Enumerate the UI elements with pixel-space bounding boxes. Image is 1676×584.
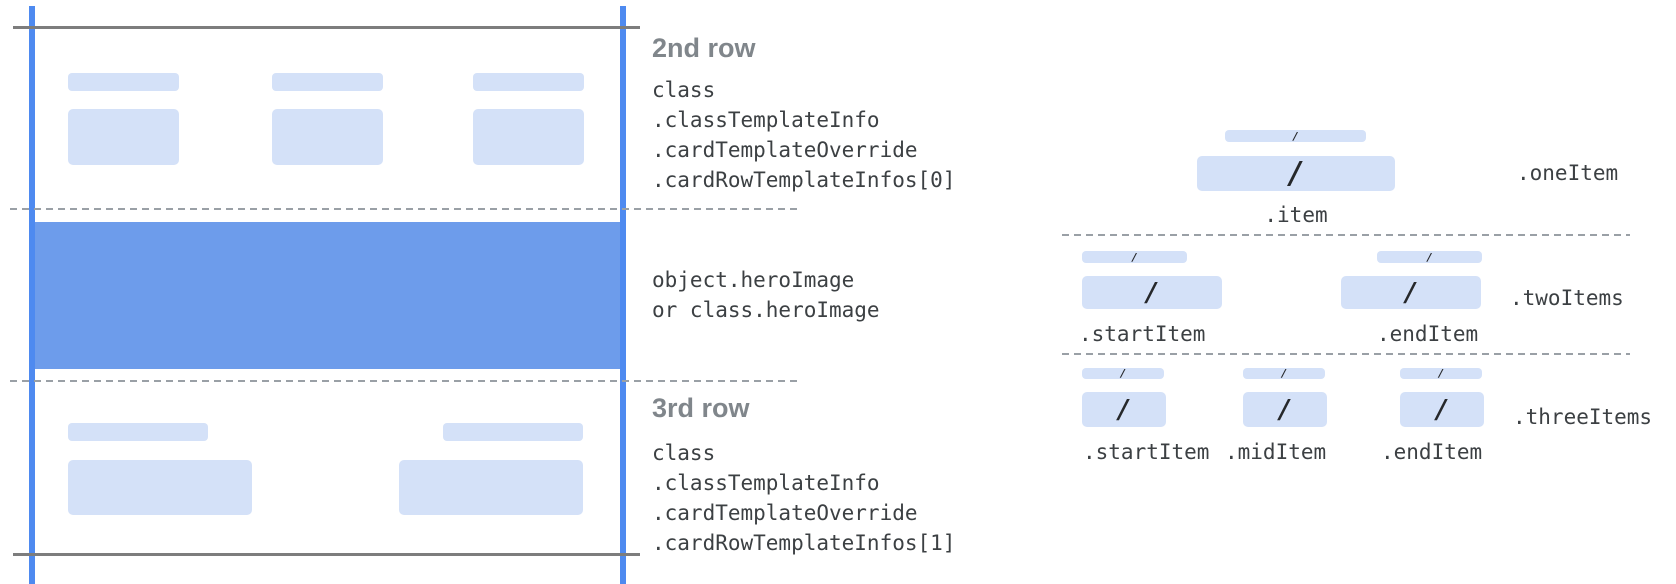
hero-path-line-1: object.heroImage (652, 268, 855, 292)
twoitems-layout-name: .twoItems (1510, 286, 1624, 310)
card-left-edge-line (29, 6, 35, 584)
threeitems-start-label-bar: / (1082, 368, 1164, 379)
slash-glyph: / (1434, 394, 1450, 425)
slash-glyph: / (1131, 250, 1138, 264)
threeitems-start-value-bar: / (1082, 392, 1166, 427)
twoitems-threeitems-dashed-separator (1062, 353, 1630, 355)
oneitem-item-caption: .item (1264, 203, 1328, 227)
twoitems-start-value-bar: / (1082, 276, 1222, 309)
oneitem-layout-name: .oneItem (1517, 161, 1619, 185)
threeitems-end-caption: .endItem (1381, 440, 1483, 464)
slash-glyph: / (1437, 367, 1445, 380)
threeitems-start-caption: .startItem (1083, 440, 1210, 464)
threeitems-mid-caption: .midItem (1225, 440, 1327, 464)
oneitem-item-label-bar: / (1225, 130, 1366, 142)
row3-path-line-2: .classTemplateInfo (652, 471, 880, 495)
slash-glyph: / (1119, 367, 1127, 380)
slash-glyph: / (1286, 155, 1306, 191)
row2-path-line-1: class (652, 78, 716, 102)
row2-col2-value-box (272, 109, 383, 165)
oneitem-item-value-bar: / (1197, 156, 1395, 191)
slash-glyph: / (1292, 129, 1299, 143)
slash-glyph: / (1426, 250, 1433, 264)
slash-glyph: / (1403, 277, 1419, 308)
threeitems-mid-value-bar: / (1243, 392, 1327, 427)
slash-glyph: / (1144, 277, 1160, 308)
hero-path-line-2: or class.heroImage (652, 298, 880, 322)
hero-row3-dashed-separator (10, 380, 800, 382)
row3-col2-label-bar (443, 423, 583, 441)
row2-heading: 2nd row (652, 33, 756, 63)
row2-path-line-3: .cardTemplateOverride (652, 138, 918, 162)
row2-col3-label-bar (473, 73, 584, 91)
hero-image-band (31, 222, 623, 369)
row3-path-line-3: .cardTemplateOverride (652, 501, 918, 525)
threeitems-end-value-bar: / (1400, 392, 1484, 427)
slash-glyph: / (1280, 367, 1288, 380)
twoitems-start-label-bar: / (1082, 251, 1187, 263)
row3-col1-label-bar (68, 423, 208, 441)
twoitems-start-caption: .startItem (1079, 322, 1206, 346)
row2-col2-label-bar (272, 73, 383, 91)
row2-path-line-4: .cardRowTemplateInfos[0] (652, 168, 956, 192)
threeitems-end-label-bar: / (1400, 368, 1482, 379)
slash-glyph: / (1277, 394, 1293, 425)
threeitems-mid-label-bar: / (1243, 368, 1325, 379)
row3-path-line-1: class (652, 441, 716, 465)
card-right-edge-line (620, 6, 626, 584)
row3-col2-value-box (399, 460, 583, 515)
row3-heading: 3rd row (652, 393, 750, 423)
card-bottom-boundary-line (13, 553, 640, 556)
threeitems-layout-name: .threeItems (1513, 405, 1653, 429)
row2-col1-value-box (68, 109, 179, 165)
card-top-boundary-line (13, 26, 640, 29)
row2-col3-value-box (473, 109, 584, 165)
row2-col1-label-bar (68, 73, 179, 91)
row2-path-line-2: .classTemplateInfo (652, 108, 880, 132)
row3-path-line-4: .cardRowTemplateInfos[1] (652, 531, 956, 555)
row3-col1-value-box (68, 460, 252, 515)
row2-hero-dashed-separator (10, 208, 800, 210)
twoitems-end-label-bar: / (1377, 251, 1482, 263)
twoitems-end-caption: .endItem (1377, 322, 1479, 346)
twoitems-end-value-bar: / (1341, 276, 1481, 309)
oneitem-twoitems-dashed-separator (1062, 234, 1630, 236)
slash-glyph: / (1116, 394, 1132, 425)
